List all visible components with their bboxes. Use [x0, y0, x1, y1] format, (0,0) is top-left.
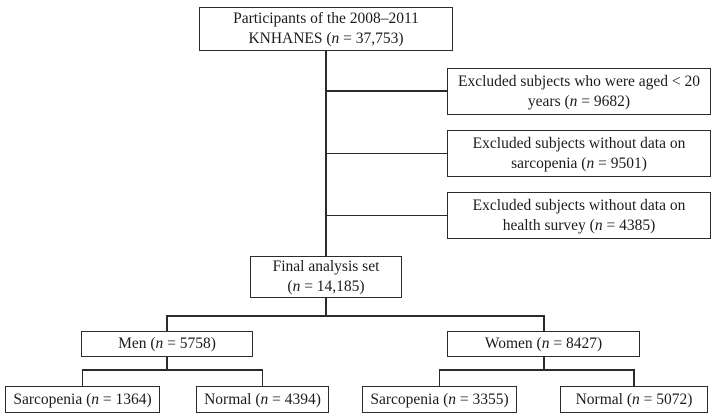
men-box: Men (n = 5758) — [81, 331, 253, 357]
connector-branch-excluded-sarcopenia — [326, 152, 447, 155]
participants-line2: KNHANES (n = 37,753) — [248, 29, 403, 49]
n-symbol: n — [331, 30, 340, 47]
n-symbol: n — [448, 390, 456, 408]
men-normal-text: Normal ( — [204, 390, 261, 408]
excluded-age-text: years ( — [527, 92, 570, 110]
men-normal-box: Normal (n = 4394) — [196, 386, 329, 413]
connector-men-down — [166, 356, 168, 370]
connector-women-down — [543, 356, 545, 370]
n-symbol: n — [541, 335, 550, 352]
participants-text: KNHANES ( — [248, 30, 332, 47]
final-analysis-text: ( — [287, 278, 293, 295]
women-box: Women (n = 8427) — [447, 331, 640, 357]
connector-down-to-men-sarcopenia — [81, 369, 84, 387]
men-line: Men (n = 5758) — [118, 334, 216, 354]
participants-line1: Participants of the 2008–2011 — [233, 9, 419, 29]
women-text: Women ( — [484, 335, 542, 352]
men-sarcopenia-line: Sarcopenia (n = 1364) — [13, 390, 151, 410]
participants-box: Participants of the 2008–2011 KNHANES (n… — [199, 7, 453, 51]
connector-final-down — [325, 298, 327, 316]
women-sarcopenia-line: Sarcopenia (n = 3355) — [370, 390, 508, 410]
excluded-sarcopenia-box: Excluded subjects without data on sarcop… — [447, 130, 711, 177]
final-analysis-count: = 14,185) — [300, 278, 365, 295]
connector-down-to-men-normal — [261, 369, 264, 387]
excluded-health-survey-count: = 4385) — [602, 216, 656, 234]
men-normal-count: = 4394) — [268, 390, 321, 408]
men-sarcopenia-count: = 1364) — [99, 390, 152, 408]
excluded-sarcopenia-line1: Excluded subjects without data on — [473, 134, 686, 154]
participants-text: Participants of the 2008–2011 — [233, 10, 419, 27]
men-normal-line: Normal (n = 4394) — [204, 390, 321, 410]
connector-women-split — [438, 369, 635, 371]
women-normal-box: Normal (n = 5072) — [560, 386, 708, 413]
connector-down-to-women — [543, 315, 545, 332]
connector-down-to-men — [166, 315, 168, 332]
excluded-health-survey-text: Excluded subjects without data on — [472, 196, 686, 214]
connector-men-split — [81, 369, 264, 371]
n-symbol: n — [569, 92, 578, 110]
final-analysis-box: Final analysis set (n = 14,185) — [250, 256, 402, 298]
men-sarcopenia-text: Sarcopenia ( — [13, 390, 92, 408]
n-symbol: n — [292, 278, 301, 295]
n-symbol: n — [91, 390, 99, 408]
final-analysis-line2: (n = 14,185) — [287, 277, 364, 297]
excluded-health-survey-line2: health survey (n = 4385) — [503, 216, 656, 236]
men-sarcopenia-box: Sarcopenia (n = 1364) — [5, 386, 160, 413]
women-line: Women (n = 8427) — [485, 334, 602, 354]
men-count: = 5758) — [163, 335, 216, 352]
excluded-health-survey-line1: Excluded subjects without data on — [473, 196, 686, 216]
n-symbol: n — [260, 390, 269, 408]
excluded-health-survey-text: health survey ( — [502, 216, 595, 234]
connector-men-women-split — [166, 315, 545, 317]
excluded-sarcopenia-line2: sarcopenia (n = 9501) — [511, 154, 647, 174]
participants-count: = 37,753) — [339, 30, 404, 47]
women-normal-line: Normal (n = 5072) — [576, 390, 693, 410]
connector-branch-excluded-health-survey — [326, 214, 447, 217]
final-analysis-text: Final analysis set — [272, 258, 380, 275]
women-sarcopenia-count: = 3355) — [456, 390, 509, 408]
women-normal-text: Normal ( — [575, 390, 632, 408]
n-symbol: n — [631, 390, 640, 408]
excluded-health-survey-box: Excluded subjects without data on health… — [447, 192, 711, 239]
connector-down-to-women-normal — [633, 369, 635, 387]
excluded-sarcopenia-text: sarcopenia ( — [511, 154, 587, 172]
women-count: = 8427) — [549, 335, 603, 352]
connector-down-to-women-sarcopenia — [438, 369, 441, 387]
connector-top-to-final — [325, 50, 327, 258]
n-symbol: n — [594, 216, 603, 234]
n-symbol: n — [155, 335, 164, 352]
n-symbol: n — [586, 154, 595, 172]
final-analysis-line1: Final analysis set — [273, 257, 380, 277]
men-text: Men ( — [118, 335, 156, 352]
excluded-age-text: Excluded subjects who were aged < 20 — [457, 72, 701, 90]
excluded-age-box: Excluded subjects who were aged < 20 yea… — [447, 68, 711, 115]
excluded-sarcopenia-text: Excluded subjects without data on — [472, 134, 686, 152]
excluded-age-line2: years (n = 9682) — [528, 92, 630, 112]
women-sarcopenia-text: Sarcopenia ( — [370, 390, 449, 408]
excluded-age-line1: Excluded subjects who were aged < 20 — [458, 72, 700, 92]
women-normal-count: = 5072) — [639, 390, 693, 408]
excluded-sarcopenia-count: = 9501) — [594, 154, 647, 172]
women-sarcopenia-box: Sarcopenia (n = 3355) — [362, 386, 517, 413]
connector-branch-excluded-age — [326, 90, 447, 92]
excluded-age-count: = 9682) — [577, 92, 631, 110]
